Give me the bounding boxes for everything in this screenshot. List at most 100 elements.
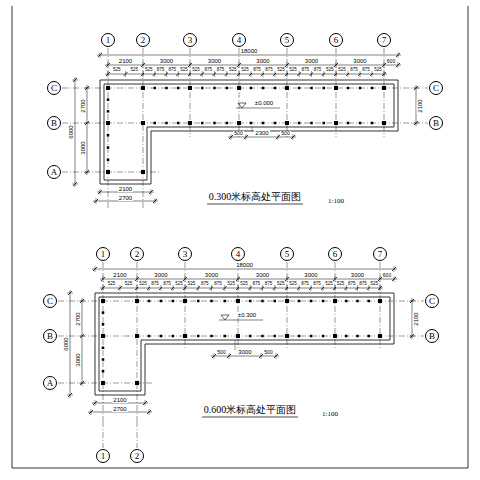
extension-line	[120, 285, 121, 291]
axis-bubble: B	[43, 329, 57, 343]
extension-line	[287, 62, 288, 68]
dimension-tick	[183, 277, 187, 281]
column	[213, 122, 216, 125]
column	[310, 300, 313, 303]
extension-line	[72, 80, 78, 81]
column	[183, 334, 187, 338]
dimension-tick	[141, 63, 145, 67]
dimension-tick	[334, 63, 338, 67]
extension-line	[67, 395, 73, 396]
dimension-tick	[101, 277, 105, 281]
dimension-text: 525	[336, 282, 346, 287]
dimension-text: 525	[107, 282, 117, 287]
axis-line	[58, 336, 424, 337]
dimension-text: 3000	[304, 58, 319, 64]
drawing-caption: 0.600米标高处平面图	[203, 405, 298, 415]
dimension-text: 3000	[303, 272, 318, 278]
extension-line	[84, 172, 90, 173]
column	[141, 86, 145, 90]
axis-number: 1	[101, 250, 106, 259]
axis-number: 3	[188, 36, 193, 45]
axis-bubble: 2	[130, 449, 144, 463]
dimension-tick	[149, 190, 153, 194]
dimension-tick	[333, 277, 337, 281]
column	[183, 299, 187, 303]
column	[210, 300, 213, 303]
dimension-line	[105, 65, 401, 66]
dimension-line	[97, 192, 154, 193]
dimension-text: 3000	[204, 272, 219, 278]
dimension-line	[97, 55, 401, 56]
caption-underline	[207, 204, 303, 205]
extension-line	[214, 353, 215, 359]
dimension-tick	[98, 190, 102, 194]
extension-line	[384, 71, 385, 77]
column	[177, 122, 180, 125]
axis-bubble: 4	[232, 33, 246, 47]
column	[368, 335, 371, 338]
dimension-text: 525	[124, 282, 134, 287]
dimension-tick	[236, 277, 240, 281]
extension-line	[398, 62, 399, 68]
extension-line	[211, 285, 212, 291]
extension-line	[125, 71, 126, 77]
dimension-text: 2100	[417, 98, 423, 113]
dimension-text: 875	[358, 282, 368, 287]
dimension-text: 600	[386, 59, 396, 64]
column	[298, 122, 301, 125]
extension-line	[287, 71, 288, 77]
axis-line	[108, 48, 109, 210]
axis-bubble: 6	[328, 247, 342, 261]
extension-line	[149, 409, 150, 415]
dimension-text: 525	[288, 282, 298, 287]
dimension-tick	[80, 381, 84, 385]
column	[141, 170, 145, 174]
extension-line	[262, 285, 263, 291]
column	[177, 87, 180, 90]
dimension-tick	[392, 277, 396, 281]
dimension-text: 525	[179, 68, 189, 73]
extension-line	[299, 71, 300, 77]
column	[106, 121, 110, 125]
column	[382, 121, 386, 125]
dimension-line	[228, 137, 296, 138]
dimension-text: 3000	[80, 140, 86, 155]
dimension-text: 3000	[352, 58, 367, 64]
axis-number: C	[51, 84, 57, 93]
column	[378, 299, 382, 303]
extension-line	[198, 285, 199, 291]
column	[310, 87, 313, 90]
dimension-text: 500	[280, 131, 290, 136]
column	[107, 146, 110, 149]
column	[261, 335, 264, 338]
column	[322, 335, 325, 338]
dimension-tick	[396, 63, 400, 67]
dimension-tick	[188, 63, 192, 67]
dimension-text: 875	[312, 282, 322, 287]
column	[298, 87, 301, 90]
column	[285, 334, 289, 338]
dimension-text: 3000	[207, 58, 222, 64]
column	[106, 86, 110, 90]
dimension-tick	[378, 277, 382, 281]
dimension-text: 525	[138, 282, 148, 287]
column	[102, 358, 105, 361]
column	[101, 299, 105, 303]
dimension-tick	[285, 63, 289, 67]
leader-line	[235, 340, 236, 350]
leader-line	[252, 127, 253, 131]
extension-line	[155, 198, 156, 204]
dimension-text: 875	[301, 68, 311, 73]
dimension-text: 2100	[112, 272, 127, 278]
extension-line	[103, 285, 104, 291]
column	[107, 134, 110, 137]
column	[347, 87, 350, 90]
extension-line	[335, 276, 336, 282]
extension-line	[108, 62, 109, 68]
dimension-text: 2100	[413, 311, 419, 326]
column	[378, 334, 382, 338]
wall-outline	[99, 297, 390, 391]
column	[102, 335, 105, 338]
column	[201, 122, 204, 125]
column	[310, 335, 313, 338]
